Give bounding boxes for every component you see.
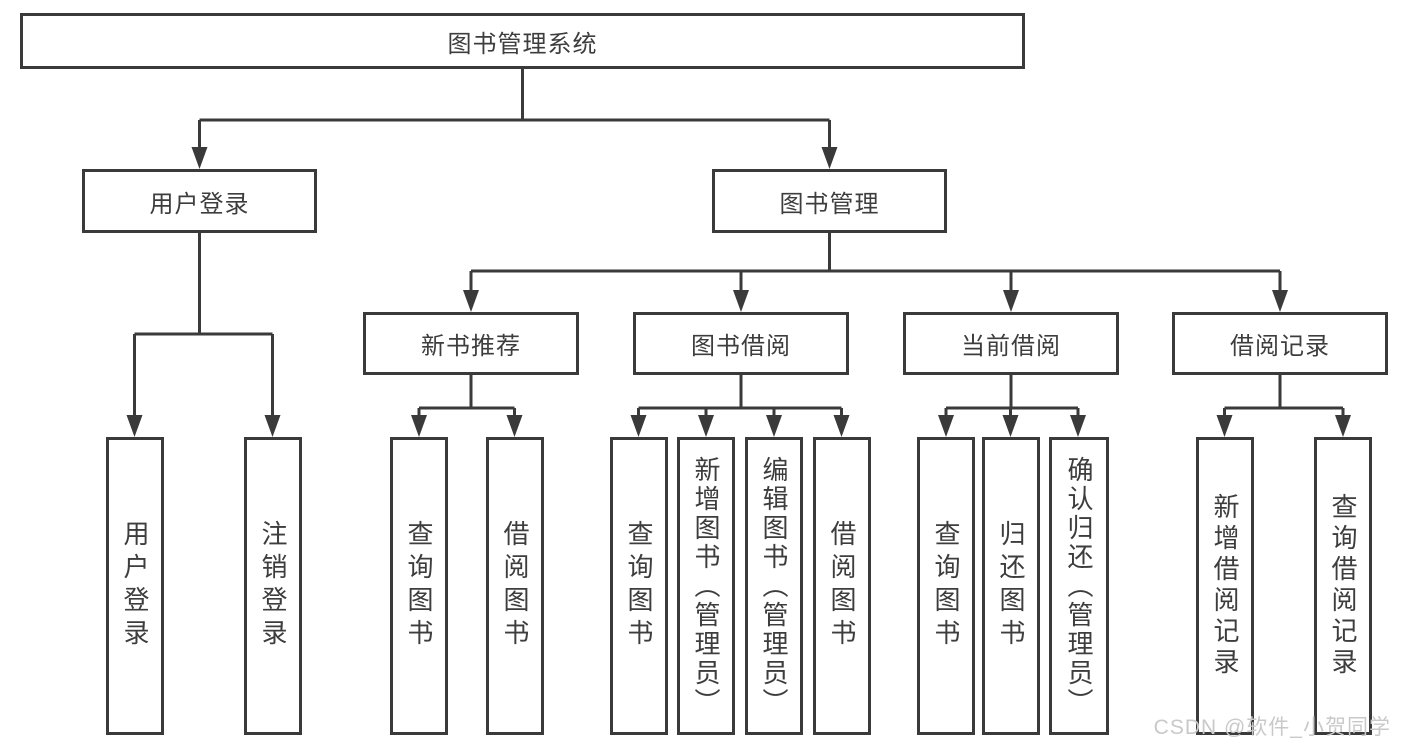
leaf-logout-label: 注销登录 <box>258 520 288 652</box>
leaf-newbook-borrow-books-label: 借阅图书 <box>500 520 530 652</box>
leaf-current-confirm-return-admin-label: 确认归还（管理员） <box>1064 455 1094 717</box>
node-user-login-label: 用户登录 <box>149 190 250 218</box>
leaf-current-query-books-label: 查询图书 <box>931 520 961 652</box>
node-root-system: 图书管理系统 <box>20 13 1025 69</box>
leaf-current-return-books: 归还图书 <box>982 437 1040 735</box>
node-current-borrowing: 当前借阅 <box>903 312 1119 375</box>
node-borrowing-records-label: 借阅记录 <box>1230 333 1330 360</box>
node-book-borrowing-label: 图书借阅 <box>691 333 791 360</box>
leaf-user-login-label: 用户登录 <box>120 520 150 652</box>
leaf-current-query-books: 查询图书 <box>917 437 975 735</box>
node-book-borrowing: 图书借阅 <box>633 312 849 375</box>
leaf-borrow-query-books: 查询图书 <box>610 437 668 735</box>
leaf-newbook-borrow-books: 借阅图书 <box>486 437 544 735</box>
leaf-current-return-books-label: 归还图书 <box>996 520 1026 652</box>
node-borrowing-records: 借阅记录 <box>1172 312 1388 375</box>
leaf-logout: 注销登录 <box>244 437 302 735</box>
csdn-watermark: CSDN @软件_小贺同学 <box>1153 716 1391 739</box>
leaf-borrow-query-books-label: 查询图书 <box>624 520 654 652</box>
node-root-system-label: 图书管理系统 <box>447 30 598 58</box>
leaf-record-add-borrow-record: 新增借阅记录 <box>1196 437 1254 735</box>
node-book-management-label: 图书管理 <box>779 190 880 218</box>
leaf-newbook-query-books: 查询图书 <box>390 437 448 735</box>
leaf-borrow-add-books-admin: 新增图书（管理员） <box>677 437 735 735</box>
node-new-book-recommend-label: 新书推荐 <box>421 333 521 360</box>
node-current-borrowing-label: 当前借阅 <box>961 333 1061 360</box>
node-user-login: 用户登录 <box>82 169 317 233</box>
leaf-borrow-borrow-books-label: 借阅图书 <box>827 520 857 652</box>
leaf-record-query-borrow-record: 查询借阅记录 <box>1314 437 1372 735</box>
leaf-borrow-edit-books-admin-label: 编辑图书（管理员） <box>759 455 789 717</box>
leaf-record-add-borrow-record-label: 新增借阅记录 <box>1210 493 1240 679</box>
leaf-borrow-borrow-books: 借阅图书 <box>813 437 871 735</box>
leaf-borrow-add-books-admin-label: 新增图书（管理员） <box>691 455 721 717</box>
leaf-newbook-query-books-label: 查询图书 <box>404 520 434 652</box>
leaf-borrow-edit-books-admin: 编辑图书（管理员） <box>745 437 803 735</box>
leaf-user-login: 用户登录 <box>106 437 164 735</box>
node-new-book-recommend: 新书推荐 <box>363 312 579 375</box>
leaf-current-confirm-return-admin: 确认归还（管理员） <box>1049 437 1109 735</box>
leaf-record-query-borrow-record-label: 查询借阅记录 <box>1328 493 1358 679</box>
node-book-management: 图书管理 <box>712 169 947 233</box>
